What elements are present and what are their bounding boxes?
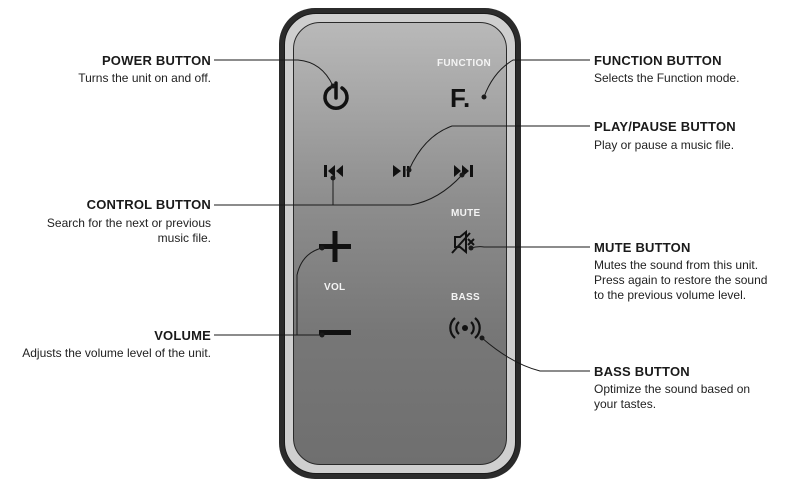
- previous-track-icon[interactable]: [324, 165, 343, 177]
- control-button-desc: Search for the next or previous music fi…: [46, 216, 211, 245]
- bass-label: BASS: [451, 292, 480, 303]
- bass-button-title: BASS BUTTON: [594, 364, 690, 379]
- function-label: FUNCTION: [437, 58, 492, 69]
- power-button-desc: Turns the unit on and off.: [78, 71, 211, 85]
- function-button-title: FUNCTION BUTTON: [594, 53, 722, 68]
- mute-icon[interactable]: [451, 229, 475, 255]
- function-f-icon[interactable]: F.: [450, 83, 470, 113]
- mute-button-desc: Mutes the sound from this unit. Press ag…: [594, 258, 768, 302]
- volume-up-icon[interactable]: [319, 231, 351, 262]
- bass-leader: [481, 337, 590, 372]
- function-button-desc: Selects the Function mode.: [594, 71, 740, 85]
- volume-up-dot: [319, 245, 325, 251]
- play-pause-leader: [408, 125, 590, 171]
- power-button-title: POWER BUTTON: [101, 53, 211, 68]
- next-dot: [459, 172, 465, 178]
- mute-label: MUTE: [451, 208, 481, 219]
- power-icon[interactable]: [323, 81, 349, 110]
- function-leader: [483, 59, 590, 98]
- function-dot: [481, 94, 487, 100]
- mute-leader: [470, 246, 590, 249]
- volume-desc: Adjusts the volume level of the unit.: [22, 346, 211, 360]
- vol-label: VOL: [324, 282, 346, 293]
- mute-dot: [468, 245, 474, 251]
- bass-icon[interactable]: [449, 317, 481, 339]
- control-button-title: CONTROL BUTTON: [86, 197, 211, 212]
- control-leader: [214, 174, 463, 206]
- power-dot: [330, 83, 336, 89]
- volume-title: VOLUME: [154, 328, 211, 343]
- power-leader: [214, 59, 334, 87]
- previous-dot: [330, 175, 336, 181]
- mute-button-title: MUTE BUTTON: [594, 240, 691, 255]
- bass-button-desc: Optimize the sound based on your tastes.: [594, 382, 751, 411]
- play-pause-button-title: PLAY/PAUSE BUTTON: [594, 119, 736, 134]
- play-pause-button-desc: Play or pause a music file.: [594, 138, 735, 152]
- volume-down-icon[interactable]: [319, 330, 351, 335]
- volume-up-leader: [296, 247, 323, 335]
- bass-dot: [479, 335, 485, 341]
- svg-text:F.: F.: [450, 83, 470, 113]
- volume-down-dot: [319, 332, 325, 338]
- play-pause-dot: [406, 167, 412, 173]
